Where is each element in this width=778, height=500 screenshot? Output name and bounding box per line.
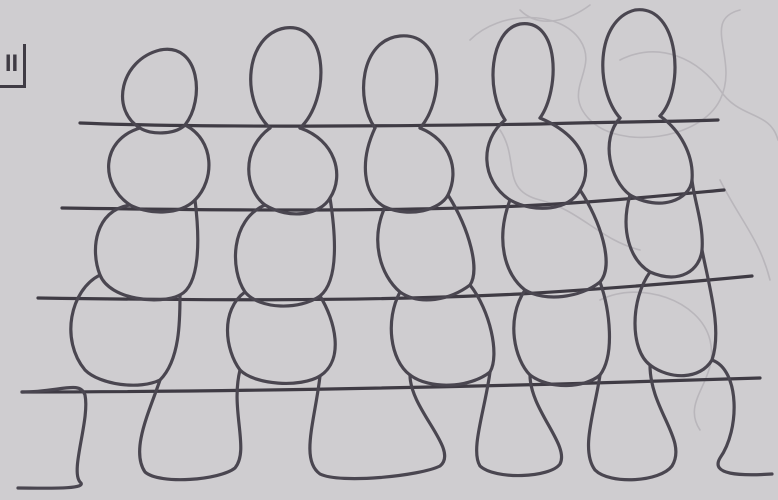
corner-label: II bbox=[0, 44, 26, 88]
